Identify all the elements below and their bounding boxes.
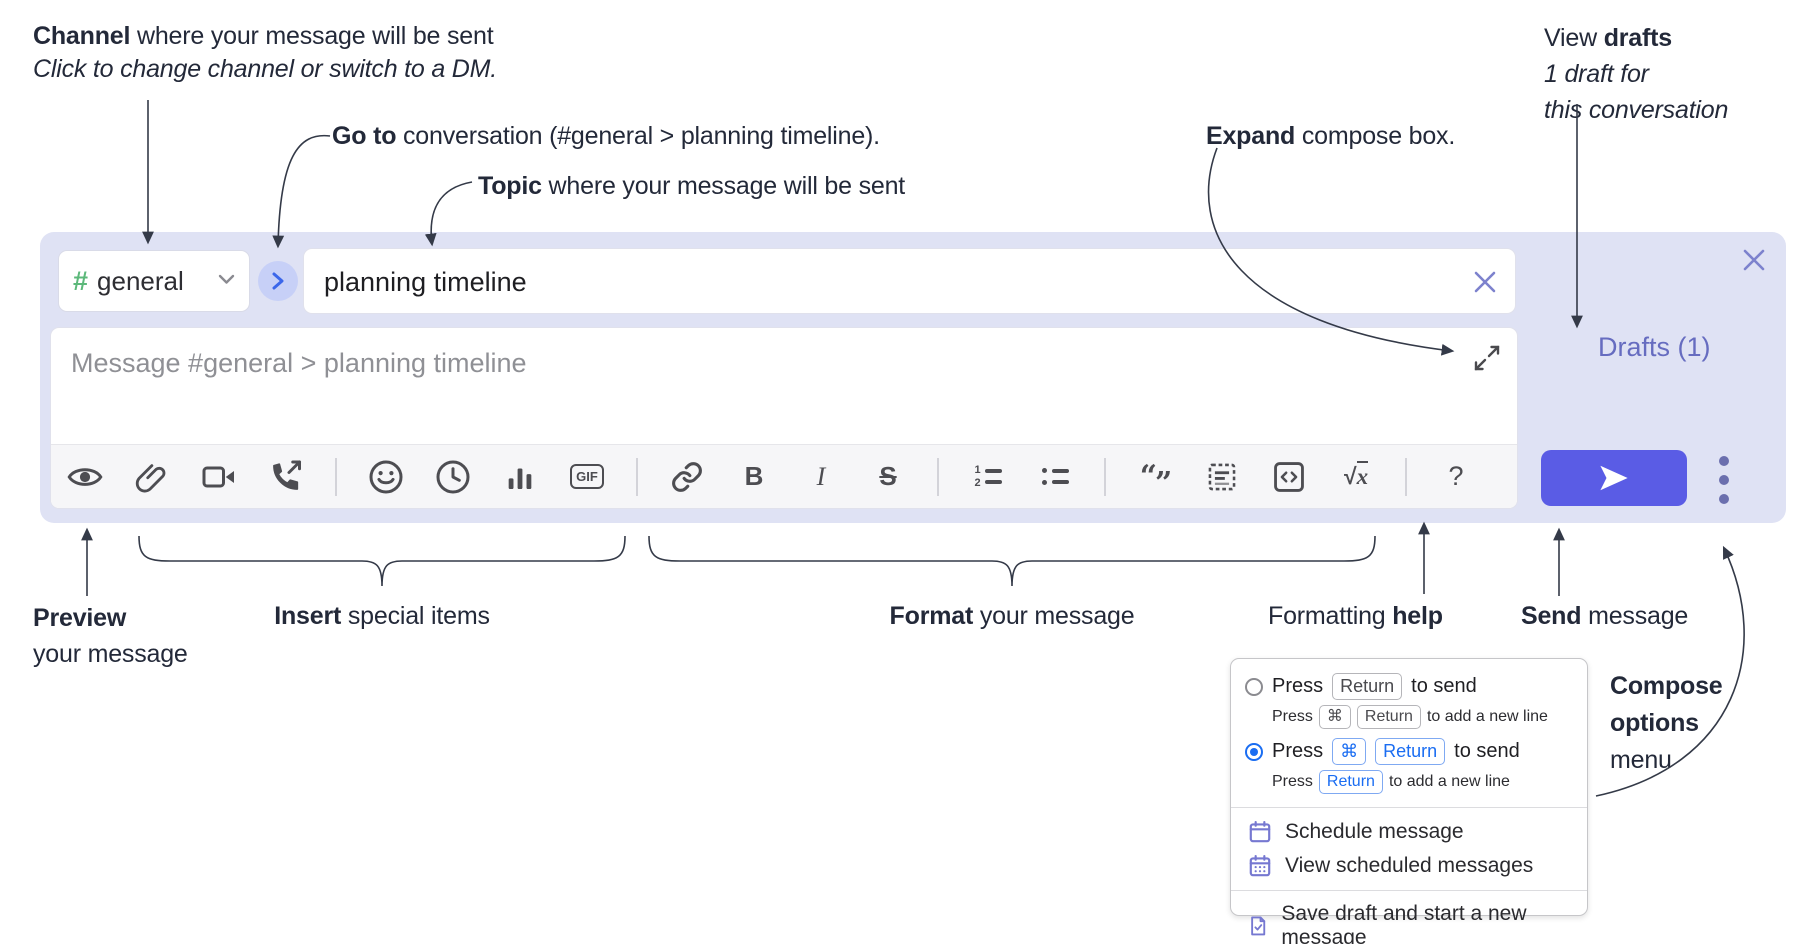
schedule-message-item[interactable]: Schedule message [1231,815,1587,849]
chevron-right-icon [272,272,284,290]
insert-brace [138,535,626,587]
menu-divider [1231,807,1587,808]
draft-document-icon [1251,916,1266,936]
bulleted-list-icon[interactable] [1037,459,1073,495]
channel-selector[interactable]: # general [58,250,250,312]
strikethrough-icon[interactable]: S [879,461,897,491]
goto-annotation: Go to conversation (#general > planning … [332,122,880,150]
menu-option-cmd-return-sub: Press Return to add a new line [1231,768,1587,800]
return-keycap: Return [1332,673,1403,700]
option-text: Press [1272,740,1324,762]
send-annotation: Send message [1521,602,1689,630]
topic-field [303,248,1516,315]
return-keycap: Return [1356,705,1421,729]
compose-options-annotation: Compose options menu [1610,672,1723,774]
menu-option-return-to-send[interactable]: Press Return to send [1231,670,1587,703]
formatting-help-annotation: Formatting help [1268,602,1443,630]
preview-annotation: Preview your message [33,604,188,668]
topic-input[interactable] [322,249,1446,315]
gif-icon[interactable]: GIF [569,459,605,495]
toolbar-divider [335,457,337,496]
snippet-icon[interactable] [1204,459,1240,495]
audio-call-icon[interactable] [268,459,304,495]
attach-paperclip-icon[interactable] [134,459,170,495]
recent-clock-icon[interactable] [435,459,471,495]
poll-chart-icon[interactable] [502,459,538,495]
compose-options-menu: Press Return to send Press ⌘ Return to a… [1230,658,1588,944]
link-icon[interactable] [669,459,705,495]
channel-hash-icon: # [73,265,89,296]
view-scheduled-messages-item[interactable]: View scheduled messages [1231,849,1587,883]
message-area[interactable]: Message #general > planning timeline [50,327,1518,509]
chevron-down-icon [218,272,235,290]
insert-annotation: Insert special items [274,602,490,630]
channel-annotation: Channel where your message will be sent … [33,22,498,83]
toolbar-divider [636,457,638,496]
return-keycap: Return [1318,770,1383,794]
toolbar-divider [1405,457,1407,496]
compose-box: # general Message #general > planning ti… [40,232,1786,523]
clear-topic-icon[interactable] [1469,266,1501,298]
calendar-icon [1249,820,1271,843]
calendar-grid-icon [1249,854,1271,877]
toolbar-divider [937,457,939,496]
blockquote-icon[interactable]: “” [1139,459,1173,501]
close-icon[interactable] [1740,246,1768,274]
expand-compose-icon[interactable] [1472,343,1502,373]
format-brace [648,535,1376,587]
bold-icon[interactable]: B [744,461,764,491]
topic-annotation: Topic where your message will be sent [478,172,906,200]
expand-annotation: Expand compose box. [1206,122,1456,150]
radio-unselected-icon[interactable] [1245,677,1263,696]
cmd-keycap: ⌘ [1332,738,1367,765]
radio-selected-icon[interactable] [1245,742,1263,761]
menu-option-cmd-return-to-send[interactable]: Press ⌘ Return to send [1231,735,1587,768]
menu-option-return-sub: Press ⌘ Return to add a new line [1231,703,1587,735]
goto-connector [272,134,331,249]
toolbar-divider [1104,457,1106,496]
go-to-conversation-button[interactable] [258,261,298,301]
compose-options-button[interactable] [1712,456,1736,504]
formatting-help-icon[interactable]: ? [1448,461,1464,491]
save-draft-item[interactable]: Save draft and start a new message [1231,898,1587,944]
formula-sqrt-icon[interactable]: √x [1343,461,1369,489]
option-text: to send [1411,675,1477,697]
menu-divider [1231,890,1587,891]
message-placeholder: Message #general > planning timeline [71,348,527,378]
preview-eye-icon[interactable] [67,459,103,495]
send-button[interactable] [1541,450,1687,506]
option-text: to send [1454,740,1520,762]
channel-name: general [97,265,184,296]
return-keycap: Return [1375,738,1446,765]
format-annotation: Format your message [889,602,1135,630]
video-icon[interactable] [201,459,237,495]
option-text: Press [1272,675,1324,697]
emoji-icon[interactable] [368,459,404,495]
drafts-link[interactable]: Drafts (1) [1598,332,1711,362]
view-drafts-annotation: View drafts 1 draft for this conversatio… [1544,24,1729,124]
send-plane-icon [1600,465,1628,491]
italic-icon[interactable]: I [816,461,826,491]
code-icon[interactable] [1271,459,1307,495]
cmd-keycap: ⌘ [1318,705,1351,729]
